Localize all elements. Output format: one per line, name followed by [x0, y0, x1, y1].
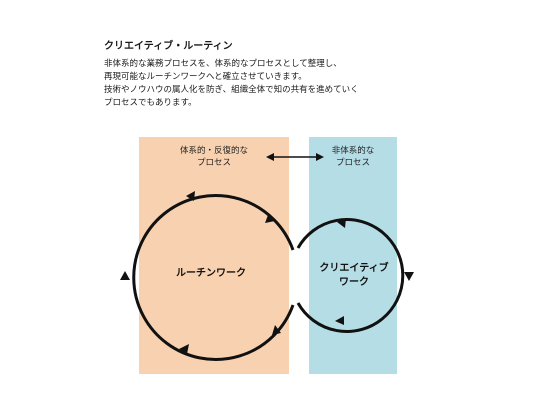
creative-cycle-path: [296, 218, 405, 333]
creative-arrow-bottom: [335, 316, 344, 325]
creative-arrow-top: [337, 218, 346, 228]
creative-work-label-line1: クリエイティブ: [319, 261, 388, 274]
creative-work-label-line2: ワーク: [339, 276, 369, 288]
routine-arrow-right-bottom: [272, 325, 281, 335]
routine-arrow-left: [120, 271, 130, 280]
non-systematic-panel-label-line1: 非体系的な: [332, 145, 375, 156]
routine-arrow-bottom: [179, 344, 189, 354]
creative-arrow-right: [404, 272, 414, 281]
routine-arrow-right-top: [265, 215, 275, 223]
intro-line-2: 再現可能なルーチンワークへと確立させていきます。: [104, 72, 307, 82]
intro-line-1: 非体系的な業務プロセスを、体系的なプロセスとして整理し、: [104, 59, 342, 69]
systematic-panel: [139, 137, 289, 374]
systematic-panel-label-line1: 体系的・反復的な: [180, 145, 248, 156]
intro-block: クリエイティブ・ルーティン 非体系的な業務プロセスを、体系的なプロセスとして整理…: [104, 40, 524, 110]
intro-title: クリエイティブ・ルーティン: [104, 41, 233, 52]
routine-cycle-path: [132, 194, 295, 361]
routine-arrow-top: [186, 191, 195, 201]
systematic-panel-label-line2: プロセス: [197, 158, 231, 168]
non-systematic-panel: [309, 137, 397, 374]
intro-line-3: 技術やノウハウの属人化を防ぎ、組織全体で知の共有を進めていく: [104, 85, 359, 95]
routine-work-label: ルーチンワーク: [176, 267, 246, 279]
intro-line-4: プロセスでもあります。: [104, 98, 197, 108]
non-systematic-panel-label-line2: プロセス: [336, 158, 370, 168]
